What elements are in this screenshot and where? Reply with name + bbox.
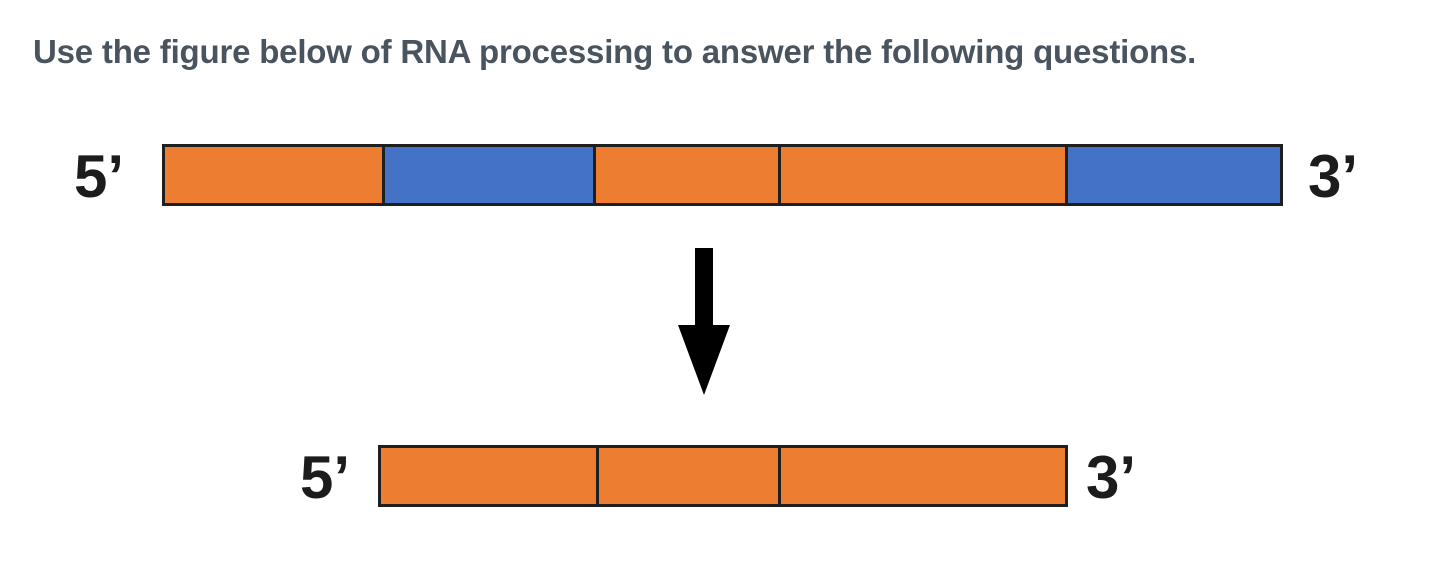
down-arrow-icon xyxy=(678,248,730,395)
exon-segment xyxy=(596,448,778,504)
pre-mrna-bar xyxy=(162,144,1283,206)
intron-segment xyxy=(381,147,593,203)
intron-segment xyxy=(1065,147,1280,203)
exon-segment xyxy=(777,448,1065,504)
exon-segment xyxy=(165,147,382,203)
pre-mrna-five-prime-label: 5’ xyxy=(74,143,125,210)
exon-segment xyxy=(381,448,597,504)
exon-segment xyxy=(777,147,1066,203)
instruction-text: Use the figure below of RNA processing t… xyxy=(33,33,1197,70)
mature-mrna-five-prime-label: 5’ xyxy=(300,444,351,511)
mature-mrna-bar xyxy=(378,445,1068,507)
exon-segment xyxy=(592,147,778,203)
pre-mrna-three-prime-label: 3’ xyxy=(1308,143,1359,210)
processing-arrow xyxy=(678,248,730,395)
mature-mrna-three-prime-label: 3’ xyxy=(1086,444,1137,511)
